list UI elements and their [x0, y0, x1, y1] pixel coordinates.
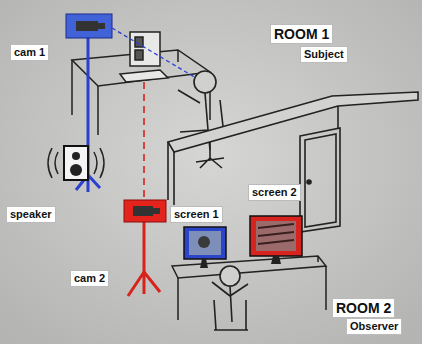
door: [300, 128, 340, 232]
camera-2: [124, 82, 166, 296]
observer-desk: [172, 256, 326, 320]
observer-person: [212, 266, 248, 330]
speaker-label: speaker: [6, 206, 56, 223]
camera-label: cam 1: [10, 44, 49, 61]
screen-label: screen 1: [170, 206, 223, 223]
partition-wall: [168, 92, 418, 205]
room-role: Observer: [346, 318, 402, 335]
subject-person: [178, 71, 224, 168]
room-role: Subject: [300, 46, 348, 63]
room-title: ROOM 2: [332, 298, 395, 318]
camera-label: cam 2: [70, 270, 109, 287]
screen-1: [184, 227, 226, 268]
room-title: ROOM 1: [270, 24, 333, 44]
screen-label: screen 2: [248, 184, 301, 201]
screen-2: [250, 216, 302, 264]
speaker-symbol: [48, 146, 104, 180]
